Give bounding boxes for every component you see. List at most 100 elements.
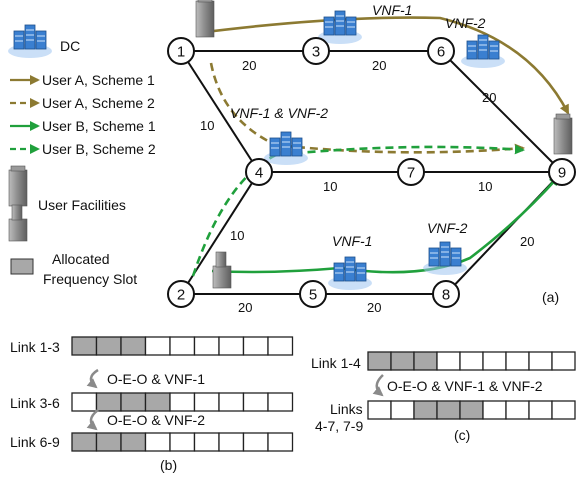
panel-b-row1-slot-9 <box>267 336 294 356</box>
dc-icon-bottom-right <box>422 241 468 276</box>
panel-b-row1-slot-3 <box>120 336 147 356</box>
panel-b-row1-slot-8 <box>242 336 269 356</box>
node-9-label: 9 <box>558 165 566 182</box>
panel-c-row2-slot-7 <box>505 400 530 420</box>
panel-c-row1-slot-2 <box>390 351 415 371</box>
panel-b-conversion1-label: O-E-O & VNF-1 <box>107 371 205 387</box>
node-2-label: 2 <box>177 287 185 304</box>
panel-b-conversion2-arrow <box>86 409 99 431</box>
weight-7-9: 10 <box>478 179 492 194</box>
node-5-label: 5 <box>309 287 317 304</box>
dc-icon-middle <box>263 131 309 166</box>
link-weights: 20 20 20 10 10 10 10 20 20 20 <box>200 58 534 315</box>
panel-b-row1-slots <box>71 336 294 356</box>
legend-user-b-scheme1-label: User B, Scheme 1 <box>42 118 156 134</box>
user-facility-node-2-icon <box>212 251 232 289</box>
panel-c-row2-slot-4 <box>436 400 461 420</box>
weight-4-7: 10 <box>323 179 337 194</box>
panel-b-row1-slot-2 <box>95 336 122 356</box>
legend-user-b-scheme2-label: User B, Scheme 2 <box>42 141 156 157</box>
service-paths <box>191 16 570 277</box>
panel-b-row3-slot-6 <box>193 432 220 452</box>
weight-5-8: 20 <box>367 300 381 315</box>
panel-c-row2-slot-9 <box>551 400 576 420</box>
vnf-label-bottom-right: VNF-2 <box>427 220 468 236</box>
panel-c-row1-slot-3 <box>413 351 438 371</box>
panel-b-row2-label: Link 3-6 <box>10 395 60 411</box>
panel-b-row1-label: Link 1-3 <box>10 339 60 355</box>
node-2: 2 <box>167 280 195 308</box>
panel-b-label: (b) <box>160 457 177 473</box>
panel-b-row1-slot-6 <box>193 336 220 356</box>
panel-b-conversion2-label: O-E-O & VNF-2 <box>107 412 205 428</box>
panel-c-row2-slot-6 <box>482 400 507 420</box>
panel-b-row1-slot-7 <box>218 336 245 356</box>
panel-b-row2-slot-9 <box>267 392 294 412</box>
legend-dc-label: DC <box>60 38 80 54</box>
node-1-label: 1 <box>177 44 185 61</box>
vnf-label-top-right: VNF-2 <box>445 15 486 31</box>
panel-b: Link 1-3 O-E-O & VNF-1 Link 3-6 O-E-O & … <box>10 336 294 473</box>
node-6-label: 6 <box>437 44 445 61</box>
legend-allocated-label: Allocated <box>52 251 110 267</box>
legend-building-tall-icon <box>8 165 28 207</box>
panel-c: Link 1-4 O-E-O & VNF-1 & VNF-2 Links 4-7… <box>311 351 576 443</box>
node-1: 1 <box>167 37 195 65</box>
panel-c-row2-slot-3 <box>413 400 438 420</box>
panel-a-label: (a) <box>542 289 559 305</box>
node-8-label: 8 <box>442 287 450 304</box>
panel-b-row2-slot-5 <box>169 392 196 412</box>
weight-2-5: 20 <box>238 300 252 315</box>
vnf-label-top-left: VNF-1 <box>372 2 412 18</box>
panel-b-row3-slots <box>71 432 294 452</box>
link-1-4 <box>180 50 260 173</box>
path-user-b-scheme1 <box>211 175 560 274</box>
legend-user-a-scheme1-label: User A, Scheme 1 <box>42 72 155 88</box>
panel-c-row2-slot-1 <box>367 400 392 420</box>
panel-c-conversion-label: O-E-O & VNF-1 & VNF-2 <box>387 378 543 394</box>
path-user-a-scheme1 <box>196 16 570 115</box>
link-6-9 <box>440 50 563 173</box>
panel-b-row3-slot-7 <box>218 432 245 452</box>
panel-c-row2-slot-2 <box>390 400 415 420</box>
panel-c-row2-slot-5 <box>459 400 484 420</box>
panel-b-row3-slot-2 <box>95 432 122 452</box>
node-4: 4 <box>245 158 273 186</box>
panel-c-row1-slots <box>367 351 576 371</box>
node-7: 7 <box>397 158 425 186</box>
panel-c-row2-slots <box>367 400 576 420</box>
panel-b-row3-slot-9 <box>267 432 294 452</box>
panel-b-row3-slot-1 <box>71 432 98 452</box>
panel-b-row1-slot-5 <box>169 336 196 356</box>
panel-c-row2-label-line2: 4-7, 7-9 <box>315 418 363 434</box>
legend-frequency-slot-label: Frequency Slot <box>43 271 137 287</box>
panel-b-row3-slot-3 <box>120 432 147 452</box>
panel-b-row2-slot-3 <box>120 392 147 412</box>
panel-b-row2-slot-7 <box>218 392 245 412</box>
panel-c-row1-slot-9 <box>551 351 576 371</box>
panel-b-row1-slot-4 <box>144 336 171 356</box>
panel-b-row3-slot-4 <box>144 432 171 452</box>
network-links <box>180 50 563 295</box>
panel-c-row1-slot-7 <box>505 351 530 371</box>
panel-c-row1-label: Link 1-4 <box>311 355 361 371</box>
node-3: 3 <box>302 37 330 65</box>
panel-c-row1-slot-1 <box>367 351 392 371</box>
legend: DC User A, Scheme 1 User A, Scheme 2 Use… <box>7 24 156 287</box>
panel-b-row2-slot-8 <box>242 392 269 412</box>
panel-c-row2-slot-8 <box>528 400 553 420</box>
node-8: 8 <box>432 280 460 308</box>
panel-b-row2-slot-4 <box>144 392 171 412</box>
user-facility-node-9-icon <box>553 113 573 155</box>
panel-b-row3-label: Link 6-9 <box>10 434 60 450</box>
legend-dc-icon <box>7 24 53 59</box>
panel-c-conversion-arrow <box>372 374 384 397</box>
weight-1-4: 10 <box>200 118 214 133</box>
panel-b-row1-slot-1 <box>71 336 98 356</box>
vnf-label-bottom-left: VNF-1 <box>332 233 372 249</box>
panel-c-row1-slot-6 <box>482 351 507 371</box>
user-facility-node-1-icon <box>195 0 215 38</box>
weight-1-3: 20 <box>242 58 256 73</box>
panel-b-row3-slot-8 <box>242 432 269 452</box>
